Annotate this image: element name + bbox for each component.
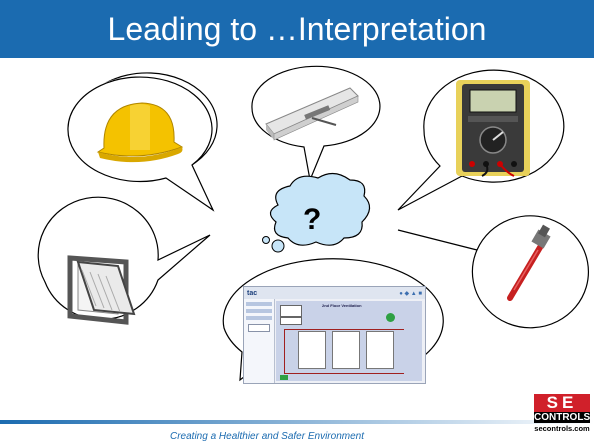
screen-sidebar xyxy=(244,299,275,383)
logo-url: secontrols.com xyxy=(534,424,590,433)
screen-main: 2nd Floor Ventilation xyxy=(276,301,422,381)
hard-hat-icon xyxy=(96,102,184,163)
fan-icon xyxy=(386,313,395,322)
multimeter-icon xyxy=(456,80,530,177)
duct-line xyxy=(284,329,285,373)
company-logo: SE CONTROLS secontrols.com xyxy=(534,394,590,433)
screen-brand: tac xyxy=(247,289,258,297)
logo-se: SE xyxy=(534,394,590,412)
slide-title: Leading to …Interpretation xyxy=(0,0,594,58)
status-box xyxy=(280,305,302,317)
sidebar-line xyxy=(246,309,272,313)
question-mark: ? xyxy=(303,203,322,236)
window-icon xyxy=(67,255,136,325)
actuator-icon xyxy=(265,87,359,141)
duct-line xyxy=(284,329,404,330)
thought-cloud-icon xyxy=(262,172,371,253)
screen-header: tac ● ◆ ▲ ■ xyxy=(244,287,425,299)
panel-heading: 2nd Floor Ventilation xyxy=(322,303,362,308)
sidebar-line xyxy=(246,316,272,320)
zone-box xyxy=(332,331,360,369)
pipe-wrench-icon xyxy=(507,224,551,301)
zone-box xyxy=(366,331,394,369)
footer-divider xyxy=(0,420,594,424)
duct-line xyxy=(284,373,404,374)
logo-controls: CONTROLS xyxy=(534,412,591,423)
control-software-screenshot: tac ● ◆ ▲ ■ 2nd Floor Ventilation xyxy=(243,286,426,384)
zone-box xyxy=(298,331,326,369)
screen-icons: ● ◆ ▲ ■ xyxy=(399,290,422,297)
sidebar-button xyxy=(248,324,270,332)
sidebar-line xyxy=(246,302,272,306)
status-box xyxy=(280,317,302,325)
footer-tagline: Creating a Healthier and Safer Environme… xyxy=(170,431,364,442)
screen-status-indicator xyxy=(280,375,288,380)
